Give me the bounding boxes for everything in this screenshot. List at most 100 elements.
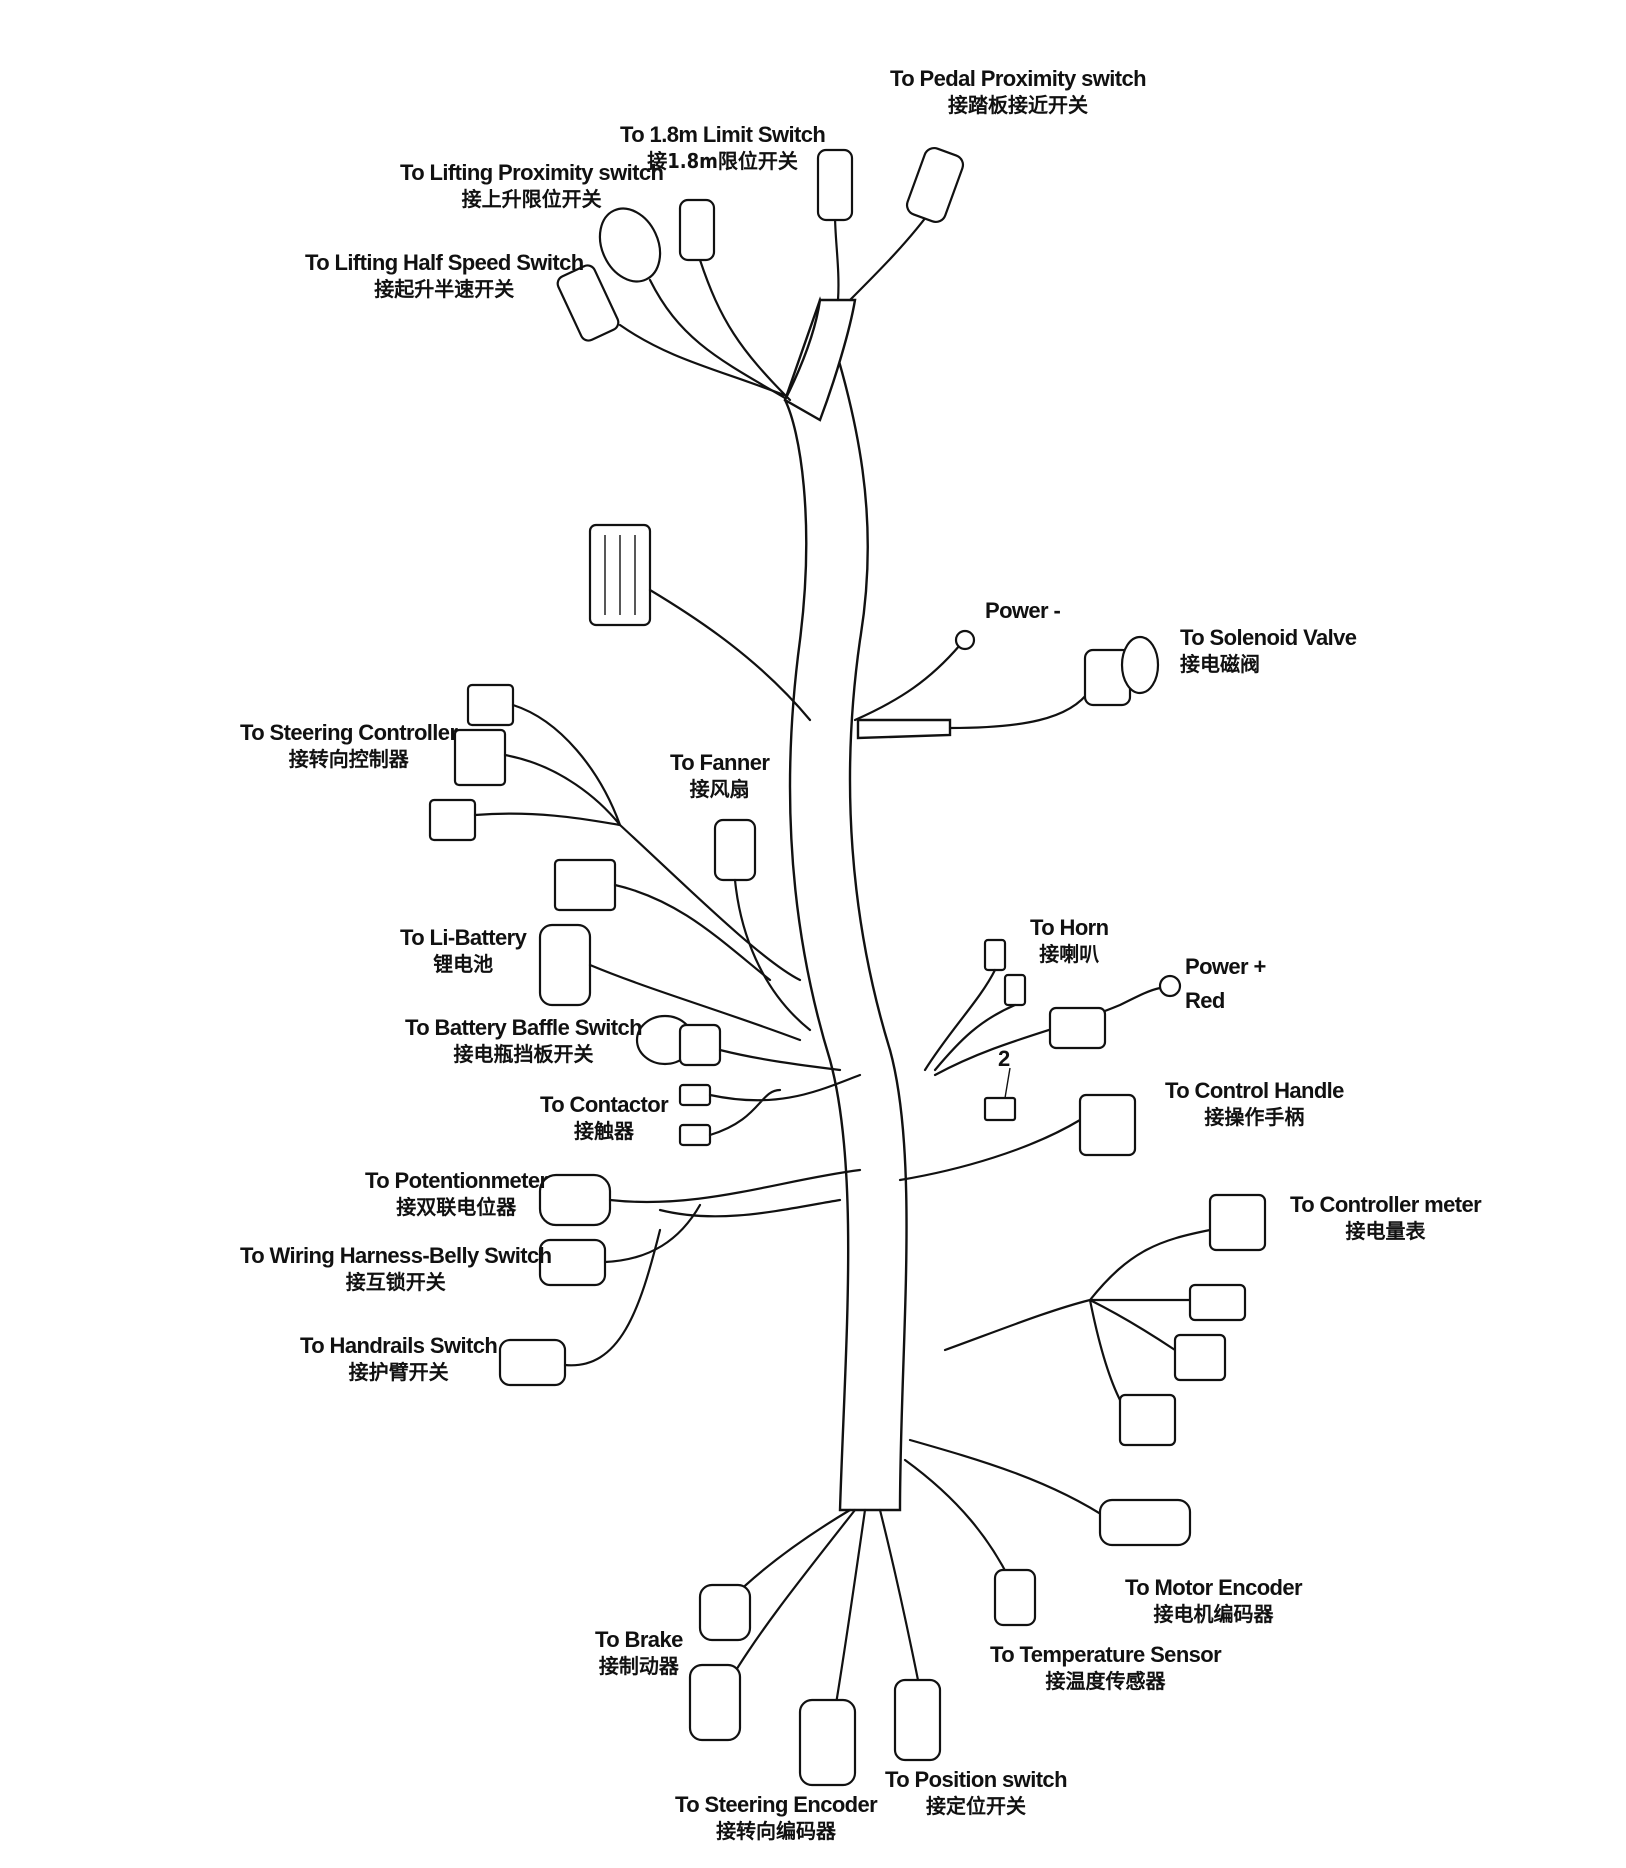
label-battery-baffle-zh: 接电瓶挡板开关 [453,1042,594,1066]
label-power-plus-color: Red [1185,988,1225,1013]
lifting-proximity-connector [598,207,662,283]
wire-lifting-half-speed [618,323,786,397]
wire-solenoid-valve [948,688,1092,730]
steering-controller-connector-2 [453,728,507,787]
temperature-sensor-connector [993,1568,1037,1627]
steering-controller-connector-3 [428,798,477,842]
wire-belly-switch [603,1203,702,1264]
wire-brake-1 [728,1508,852,1602]
label-fanner-zh: 接风扇 [689,777,750,801]
label-solenoid-valve: To Solenoid Valve 接电磁阀 [1180,625,1357,677]
label-li-battery-en: To Li-Battery [400,925,527,950]
wire-ecu [648,588,812,722]
label-control-handle-zh: 接操作手柄 [1204,1105,1305,1129]
label-1-8m-limit-en: To 1.8m Limit Switch [620,122,826,147]
wire-1-8m-limit [698,258,792,402]
label-handrails-switch-zh: 接护臂开关 [348,1360,449,1384]
label-motor-encoder-zh: 接电机编码器 [1153,1602,1274,1626]
wire-fanner [733,878,812,1032]
main-harness-trunk [783,296,908,1512]
fuse-leader-line [1004,1067,1011,1099]
label-belly-switch-zh: 接互锁开关 [345,1270,446,1294]
label-contactor-en: To Contactor [540,1092,669,1117]
power-minus-ring-terminal [954,629,976,651]
label-horn-zh: 接喇叭 [1039,942,1100,966]
li-battery-connector-2 [538,923,592,1007]
label-horn: To Horn 接喇叭 [1030,915,1109,967]
label-temperature-sensor-zh: 接温度传感器 [1045,1669,1166,1693]
handrails-switch-connector [498,1338,567,1387]
label-handrails-switch-en: To Handrails Switch [300,1333,498,1358]
label-lifting-half-speed: To Lifting Half Speed Switch 接起升半速开关 [305,250,584,302]
lifting-half-speed-connector [556,264,620,342]
label-steering-encoder: To Steering Encoder 接转向编码器 [675,1792,878,1844]
wire-potentiometer [608,1168,862,1204]
label-lifting-proximity-zh: 接上升限位开关 [461,187,602,211]
ecu-connector-pins [604,535,636,615]
top-sheath [783,298,857,422]
label-potentiometer-zh: 接双联电位器 [396,1195,517,1219]
label-pedal-proximity-zh: 接踏板接近开关 [948,93,1088,117]
label-belly-switch: To Wiring Harness-Belly Switch 接互锁开关 [240,1243,552,1295]
wire-lifting-proximity [648,278,787,400]
wire-steering-controller [473,703,622,827]
wire-horn [923,968,1017,1072]
wire-steering-controller-trunk [618,823,802,982]
label-position-switch-zh: 接定位开关 [925,1794,1026,1818]
wire-contactor [708,1073,862,1137]
wire-position-switch [878,1508,922,1692]
label-controller-meter-zh: 接电量表 [1345,1219,1426,1243]
horn-terminal-1 [983,938,1007,972]
label-steering-encoder-en: To Steering Encoder [675,1792,878,1817]
li-battery-connector-1 [553,858,617,912]
wire-pedal-proximity-2 [833,213,840,302]
wire-motor-encoder [908,1438,1112,1522]
wire-battery-baffle [718,1048,842,1072]
potentiometer-connector [538,1173,612,1227]
contactor-terminal-2 [678,1123,712,1147]
label-temperature-sensor: To Temperature Sensor 接温度传感器 [990,1642,1222,1694]
steering-encoder-connector [798,1698,857,1787]
label-fanner: To Fanner 接风扇 [670,750,770,802]
wire-power-plus [933,986,1162,1077]
label-fanner-en: To Fanner [670,750,770,775]
battery-baffle-body [678,1023,722,1067]
controller-meter-connector-4 [1118,1393,1177,1447]
controller-meter-connector-1 [1208,1193,1267,1252]
label-solenoid-valve-en: To Solenoid Valve [1180,625,1357,650]
wire-steering-encoder [833,1508,867,1712]
fuse-number: 2 [998,1046,1011,1071]
motor-encoder-connector [1098,1498,1192,1547]
label-steering-controller-zh: 接转向控制器 [288,747,409,771]
wire-pedal-proximity [848,203,937,302]
label-contactor-zh: 接触器 [574,1119,635,1143]
horn-terminal-2 [1003,973,1027,1007]
label-li-battery-zh: 锂电池 [433,952,494,976]
contactor-terminal-1 [678,1083,712,1107]
label-solenoid-valve-zh: 接电磁阀 [1180,652,1260,676]
wire-power-minus [853,643,962,722]
label-lifting-half-speed-en: To Lifting Half Speed Switch [305,250,584,275]
controller-meter-connector-3 [1173,1333,1227,1382]
label-control-handle: To Control Handle 接操作手柄 [1165,1078,1344,1130]
label-steering-encoder-zh: 接转向编码器 [716,1819,837,1843]
steering-controller-connector-1 [466,683,515,727]
label-motor-encoder-en: To Motor Encoder [1125,1575,1303,1600]
wire-li-battery-1 [613,883,772,982]
solenoid-sheath [856,718,952,740]
label-battery-baffle-en: To Battery Baffle Switch [405,1015,643,1040]
label-lifting-proximity: To Lifting Proximity switch 接上升限位开关 [400,160,664,212]
label-temperature-sensor-en: To Temperature Sensor [990,1642,1222,1667]
label-position-switch-en: To Position switch [885,1767,1068,1792]
wire-li-battery-2 [588,963,802,1042]
label-1-8m-limit-zh: 接1.8m限位开关 [647,149,798,173]
label-brake-zh: 接制动器 [598,1654,679,1678]
fuse-holder [1048,1006,1107,1050]
label-li-battery: To Li-Battery 锂电池 [400,925,527,977]
wire-temperature-sensor [903,1458,1012,1582]
label-contactor: To Contactor 接触器 [540,1092,669,1144]
label-power-minus-en: Power - [985,598,1061,623]
label-pedal-proximity: To Pedal Proximity switch 接踏板接近开关 [890,66,1147,118]
label-potentiometer-en: To Potentionmeter [365,1168,548,1193]
